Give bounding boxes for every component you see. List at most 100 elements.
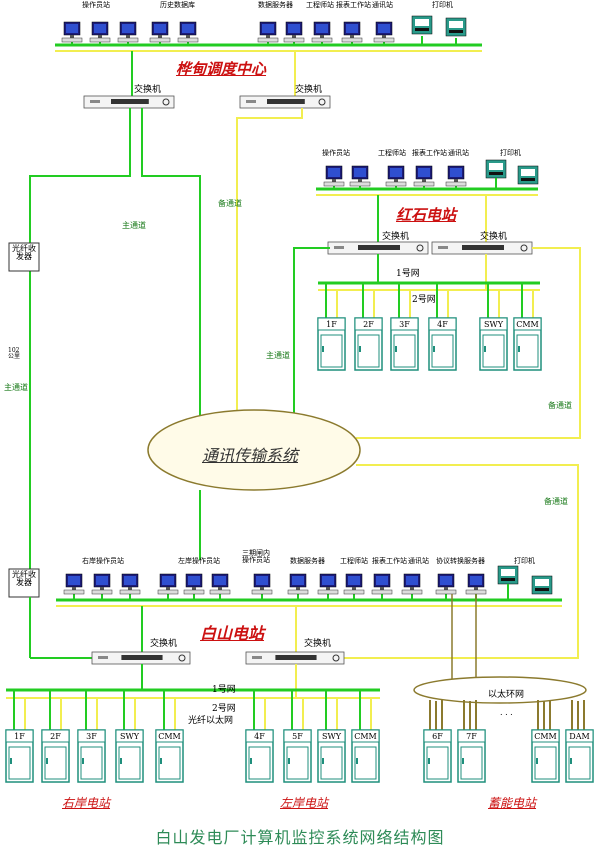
bs-workstation-icon — [401, 573, 423, 595]
top-center-title: 桦甸调度中心 — [176, 60, 267, 78]
top-label-printer: 打印机 — [432, 1, 453, 9]
hs-switch-1 — [327, 241, 429, 255]
hs-label-engineer: 工程师站 — [378, 149, 406, 157]
top-workstation-icon — [61, 21, 83, 43]
bs-label-left-operator: 左岸操作员站 — [178, 557, 220, 565]
bs-workstation-icon — [209, 573, 231, 595]
comm-system-label: 通讯传输系统 — [202, 446, 299, 465]
fiber-transceiver-bottom: 光纤收发器 — [12, 570, 36, 587]
bs-workstation-icon — [287, 573, 309, 595]
hs-printer-icon-1 — [485, 159, 507, 179]
svg-text:6F: 6F — [432, 732, 443, 741]
baishan-title: 白山电站 — [200, 624, 265, 643]
bs-label-right-operator: 右岸操作员站 — [82, 557, 124, 565]
hs-cabinet: CMM — [513, 317, 542, 371]
top-label-data-server: 数据服务器 — [258, 1, 293, 9]
main-channel-label-3: 主通道 — [266, 351, 290, 360]
hs-switch-label-1: 交换机 — [382, 232, 410, 242]
bs-label-protocol: 协议转换服务器 — [436, 557, 485, 565]
backup-channel-label-3: 备通道 — [544, 497, 568, 506]
ring-ellipsis: . . . — [500, 708, 513, 717]
bs-label-engineer: 工程师站 — [340, 557, 368, 565]
bs-printer-icon-1 — [497, 565, 519, 585]
storage-title: 蓄能电站 — [488, 796, 537, 810]
bs-workstation-icon — [371, 573, 393, 595]
bs-label-report: 报表工作站 — [372, 557, 407, 565]
hs-cabinet: 4F — [428, 317, 457, 371]
hs-switch-2 — [431, 241, 533, 255]
right-bank-cabinet: 3F — [77, 729, 106, 783]
bs-workstation-icon — [435, 573, 457, 595]
svg-text:4F: 4F — [437, 320, 448, 329]
svg-text:CMM: CMM — [516, 320, 539, 329]
backup-channel-label-1: 备通道 — [218, 199, 242, 208]
svg-text:CMM: CMM — [354, 732, 377, 741]
top-printer-icon-1 — [411, 15, 433, 35]
svg-text:SWY: SWY — [484, 320, 504, 329]
hs-workstation-icon — [385, 165, 407, 187]
right-bank-cabinet: 1F — [5, 729, 34, 783]
baishan-backup-channel — [342, 464, 579, 659]
hs-cabinet: SWY — [479, 317, 508, 371]
hs-workstation-icon — [349, 165, 371, 187]
top-workstation-icon — [373, 21, 395, 43]
hs-cabinet: 1F — [317, 317, 346, 371]
bs-workstation-icon — [63, 573, 85, 595]
bs-switch-2 — [245, 651, 345, 665]
svg-text:SWY: SWY — [322, 732, 342, 741]
top-workstation-icon — [311, 21, 333, 43]
main-channel-center — [141, 108, 201, 430]
svg-text:1F: 1F — [14, 732, 25, 741]
hs-cabinet: 3F — [390, 317, 419, 371]
hs-workstation-icon — [445, 165, 467, 187]
storage-cabinet: 7F — [457, 729, 486, 783]
bs-switch-label-2: 交换机 — [304, 639, 332, 649]
hongshi-title: 红石电站 — [396, 206, 457, 224]
bs-printer-icon-2 — [531, 575, 553, 595]
top-label-history-db: 历史数据库 — [160, 1, 195, 9]
top-workstation-icon — [177, 21, 199, 43]
fiber-transceiver-box-top — [8, 242, 40, 272]
left-bank-cabinet: 4F — [245, 729, 274, 783]
svg-text:1F: 1F — [326, 320, 337, 329]
backup-channel-top — [236, 108, 303, 430]
bs-label-data-server: 数据服务器 — [290, 557, 325, 565]
left-bank-title: 左岸电站 — [280, 796, 329, 810]
bs-workstation-icon — [157, 573, 179, 595]
svg-text:2F: 2F — [50, 732, 61, 741]
svg-text:3F: 3F — [86, 732, 97, 741]
main-channel-label-1: 主通道 — [122, 221, 146, 230]
top-switch-2 — [239, 95, 331, 109]
top-workstation-icon — [257, 21, 279, 43]
hs-label-report: 报表工作站 — [412, 149, 447, 157]
bs-switch-1 — [91, 651, 191, 665]
right-bank-cabinet: CMM — [155, 729, 184, 783]
bs-net1-label: 1号网 — [212, 685, 236, 695]
right-bank-title: 右岸电站 — [62, 796, 111, 810]
top-workstation-icon — [117, 21, 139, 43]
storage-cabinet: 6F — [423, 729, 452, 783]
ethernet-ring-ellipse — [413, 676, 587, 704]
left-bank-cabinet: CMM — [351, 729, 380, 783]
bs-workstation-icon — [251, 573, 273, 595]
top-workstation-icon — [89, 21, 111, 43]
main-channel-top — [29, 108, 131, 245]
hs-cabinet: 2F — [354, 317, 383, 371]
bs-workstation-icon — [317, 573, 339, 595]
bs-switch-label-1: 交换机 — [150, 639, 178, 649]
comm-system-ellipse — [147, 409, 361, 491]
top-switch-label-2: 交换机 — [295, 85, 323, 95]
svg-text:CMM: CMM — [534, 732, 557, 741]
right-bank-cabinet: 2F — [41, 729, 70, 783]
main-channel-label-2: 主通道 — [4, 383, 28, 392]
bs-label-printer: 打印机 — [514, 557, 535, 565]
left-bank-cabinet: 5F — [283, 729, 312, 783]
storage-cabinet: DAM — [565, 729, 594, 783]
hs-switch-label-2: 交换机 — [480, 232, 508, 242]
top-label-comm: 通讯站 — [372, 1, 393, 9]
diagram-title: 白山发电厂计算机监控系统网络结构图 — [155, 828, 445, 847]
top-workstation-icon — [149, 21, 171, 43]
fiber-transceiver-top: 光纤收发器 — [12, 244, 36, 261]
